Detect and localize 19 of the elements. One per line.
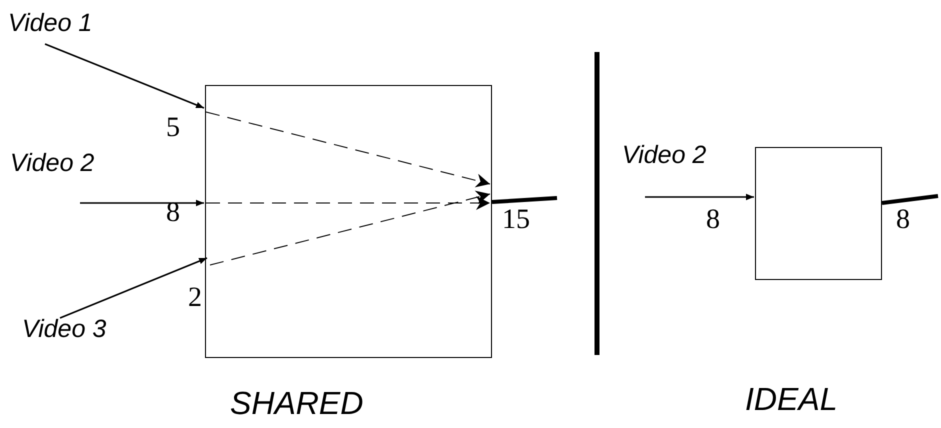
video-label: Video 2: [622, 140, 706, 170]
video-label: Video 1: [8, 8, 92, 38]
rate-number: 8: [896, 204, 910, 236]
caption-label: SHARED: [230, 384, 364, 422]
box: [755, 147, 882, 280]
arrow: [60, 257, 208, 319]
box: [205, 85, 492, 358]
arrow: [80, 200, 204, 206]
rate-number: 2: [188, 282, 202, 314]
arrow: [44, 43, 204, 109]
arrow: [645, 194, 754, 200]
output-line: [492, 196, 558, 204]
rate-number: 8: [706, 204, 720, 236]
video-label: Video 2: [10, 148, 94, 178]
rate-number: 15: [502, 204, 530, 236]
rate-number: 5: [166, 112, 180, 144]
output-line: [882, 194, 938, 205]
video-label: Video 3: [22, 314, 106, 344]
caption-label: IDEAL: [745, 380, 838, 418]
